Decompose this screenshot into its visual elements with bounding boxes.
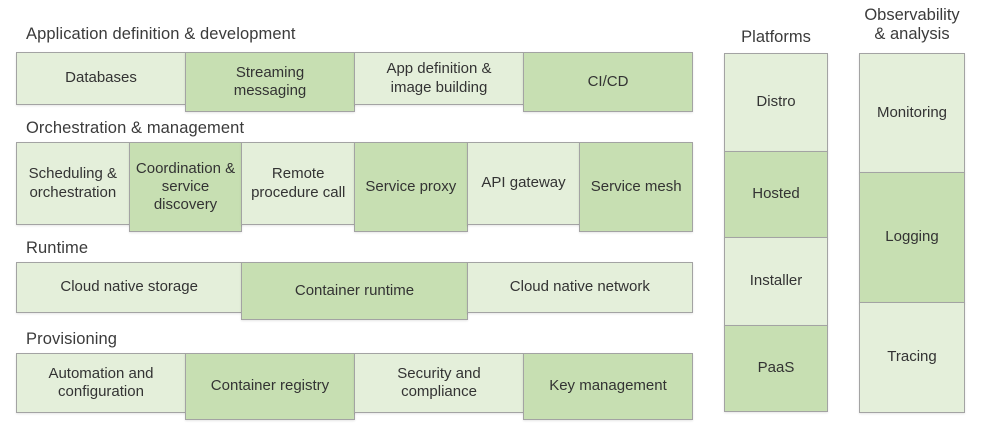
- cell-api-gateway: API gateway: [466, 142, 581, 225]
- observability-column-label: Observability & analysis: [864, 6, 960, 43]
- platforms-cells: Distro Hosted Installer PaaS: [724, 53, 828, 412]
- row-provisioning: Automation and configuration Container r…: [16, 353, 693, 420]
- cell-monitoring: Monitoring: [859, 53, 965, 173]
- cell-label: Container registry: [210, 377, 330, 395]
- cell-coordination-service-discovery: Coordination & service discovery: [128, 142, 243, 232]
- cell-label: Coordination & service discovery: [135, 159, 236, 214]
- cell-label: Service proxy: [365, 177, 457, 195]
- cell-installer: Installer: [724, 237, 828, 326]
- section-label-orchestration: Orchestration & management: [26, 119, 245, 137]
- cell-label: Cloud native storage: [60, 278, 198, 296]
- cell-app-definition-image-building: App definition & image building: [354, 52, 524, 105]
- cell-label: Monitoring: [876, 103, 948, 121]
- cell-remote-procedure-call: Remote procedure call: [241, 142, 356, 225]
- cell-label: Scheduling & orchestration: [28, 165, 118, 201]
- row-orchestration: Scheduling & orchestration Coordination …: [16, 142, 694, 232]
- cell-label: Hosted: [752, 185, 800, 203]
- cell-label: Installer: [749, 272, 803, 290]
- section-label-provisioning: Provisioning: [26, 330, 118, 348]
- cell-label: Distro: [756, 93, 796, 111]
- cell-scheduling-orchestration: Scheduling & orchestration: [16, 142, 130, 225]
- cell-automation-configuration: Automation and configuration: [16, 353, 186, 413]
- cell-label: Streaming messaging: [233, 63, 307, 99]
- cell-container-registry: Container registry: [185, 353, 355, 420]
- cell-label: Databases: [65, 69, 137, 87]
- cell-label: App definition & image building: [386, 60, 492, 96]
- section-label-runtime: Runtime: [26, 239, 89, 257]
- cell-label: Automation and configuration: [48, 364, 154, 400]
- cell-ci-cd: CI/CD: [523, 52, 693, 112]
- cell-label: Cloud native network: [509, 278, 650, 296]
- cell-service-proxy: Service proxy: [354, 142, 468, 232]
- row-runtime: Cloud native storage Container runtime C…: [16, 262, 693, 320]
- cell-paas: PaaS: [724, 325, 828, 412]
- cell-label: Logging: [885, 228, 939, 246]
- observability-cells: Monitoring Logging Tracing: [859, 53, 965, 413]
- section-label-app-definition: Application definition & development: [26, 25, 296, 43]
- cell-streaming-messaging: Streaming messaging: [185, 52, 355, 112]
- cell-label: Tracing: [887, 348, 937, 366]
- cell-hosted: Hosted: [724, 151, 828, 238]
- cell-container-runtime: Container runtime: [241, 262, 468, 320]
- cell-service-mesh: Service mesh: [579, 142, 694, 232]
- cell-label: API gateway: [481, 174, 566, 192]
- cell-cloud-native-network: Cloud native network: [466, 262, 693, 313]
- cell-label: PaaS: [757, 359, 795, 377]
- platforms-column-label: Platforms: [741, 28, 811, 46]
- cell-cloud-native-storage: Cloud native storage: [16, 262, 243, 313]
- cell-logging: Logging: [859, 172, 965, 303]
- cell-distro: Distro: [724, 53, 828, 152]
- cell-tracing: Tracing: [859, 302, 965, 413]
- cell-key-management: Key management: [523, 353, 693, 420]
- cell-security-compliance: Security and compliance: [354, 353, 524, 413]
- cell-label: Key management: [549, 377, 667, 395]
- row-app-definition: Databases Streaming messaging App defini…: [16, 52, 693, 112]
- cell-label: Remote procedure call: [251, 165, 346, 201]
- cell-databases: Databases: [16, 52, 186, 105]
- cell-label: Container runtime: [294, 281, 415, 299]
- cell-label: Service mesh: [590, 177, 682, 195]
- cell-label: CI/CD: [587, 72, 629, 90]
- cell-label: Security and compliance: [397, 364, 481, 400]
